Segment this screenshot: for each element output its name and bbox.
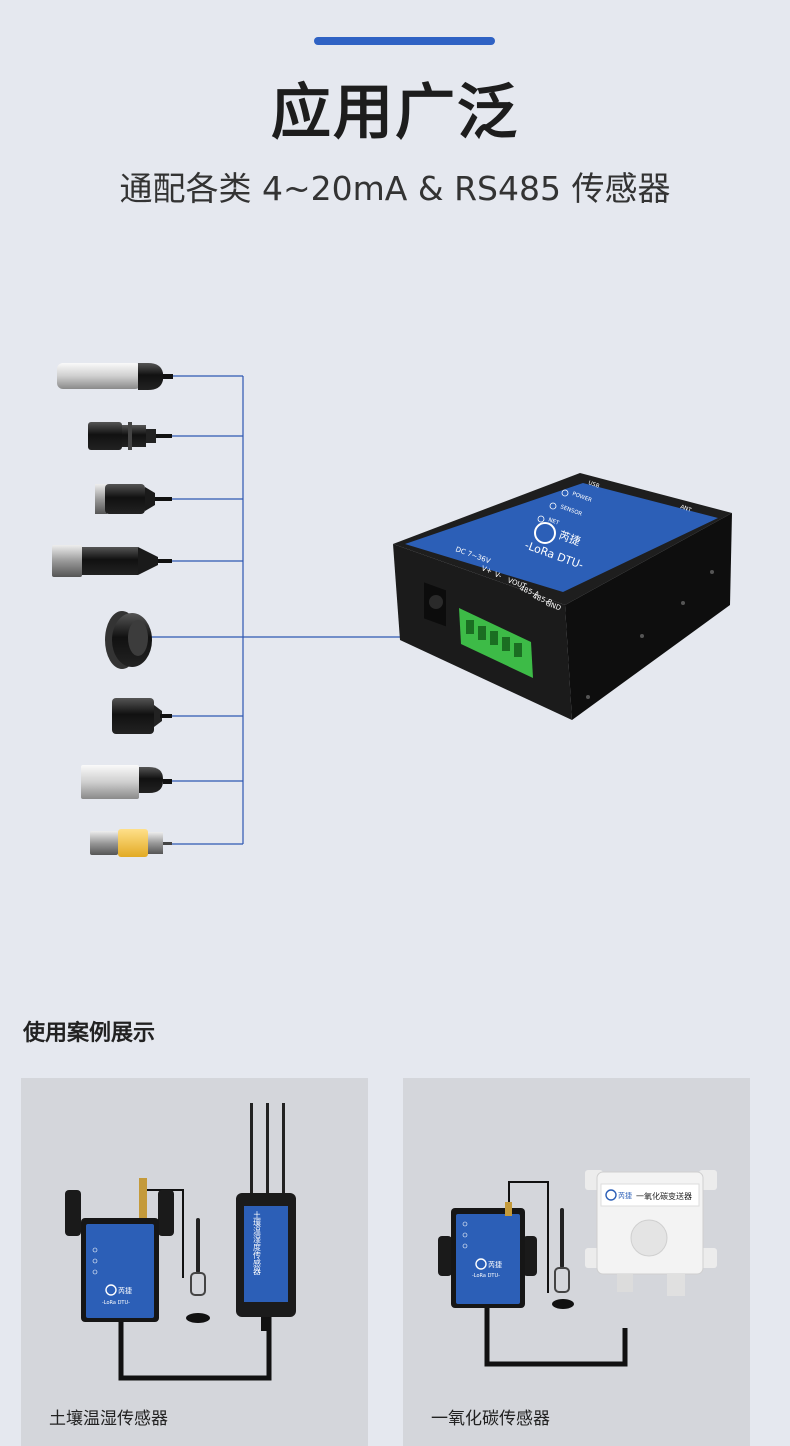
svg-text:芮捷: 芮捷 bbox=[488, 1260, 502, 1269]
accent-bar bbox=[314, 37, 495, 45]
sensor-icon bbox=[95, 484, 172, 514]
svg-text:-LoRa DTU-: -LoRa DTU- bbox=[472, 1273, 500, 1279]
case-illustration: 芮捷 -LoRa DTU- 芮捷 一氧化碳变送器 bbox=[438, 1170, 717, 1367]
svg-text:-LoRa DTU-: -LoRa DTU- bbox=[102, 1300, 130, 1306]
svg-text:V-: V- bbox=[493, 570, 503, 580]
sensor-icon bbox=[57, 363, 173, 390]
page-title: 应用广泛 bbox=[271, 78, 519, 148]
svg-text:芮捷: 芮捷 bbox=[118, 1286, 132, 1295]
case-card-co-sensor: 芮捷 -LoRa DTU- 芮捷 一氧化碳变送器 一氧化碳传感器 bbox=[403, 1078, 750, 1446]
svg-text:USB: USB bbox=[587, 480, 600, 490]
sensor-icon bbox=[90, 829, 172, 857]
sensor-icon bbox=[88, 422, 172, 450]
sensor-wiring-diagram: 芮捷 -LoRa DTU- USB POWER SENSOR NET ANT D… bbox=[52, 363, 732, 857]
case-label-soil-sensor: 土壤温湿传感器 bbox=[49, 1409, 168, 1429]
case-label-co-sensor: 一氧化碳传感器 bbox=[431, 1409, 550, 1429]
svg-text:NET: NET bbox=[547, 517, 560, 527]
lora-dtu-device: 芮捷 -LoRa DTU- USB POWER SENSOR NET ANT D… bbox=[393, 473, 732, 720]
case-card-soil-sensor: 芮捷 -LoRa DTU- 土壤温湿度传感器 土壤温湿传感器 bbox=[21, 1078, 368, 1446]
cases-section-title: 使用案例展示 bbox=[23, 1021, 156, 1046]
sensor-icon bbox=[52, 545, 172, 577]
sensor-icon bbox=[112, 698, 172, 734]
sensor-icon bbox=[81, 765, 172, 799]
sensor-icon bbox=[105, 611, 152, 669]
svg-text:V+: V+ bbox=[480, 564, 493, 575]
svg-text:ANT: ANT bbox=[679, 504, 692, 514]
case-illustration: 芮捷 -LoRa DTU- 土壤温湿度传感器 bbox=[65, 1103, 296, 1381]
svg-text:一氧化碳变送器: 一氧化碳变送器 bbox=[636, 1191, 692, 1201]
svg-text:土壤温湿度传感器: 土壤温湿度传感器 bbox=[253, 1210, 262, 1276]
svg-text:芮捷: 芮捷 bbox=[618, 1191, 632, 1200]
page-subtitle: 通配各类 4~20mA & RS485 传感器 bbox=[119, 169, 671, 208]
